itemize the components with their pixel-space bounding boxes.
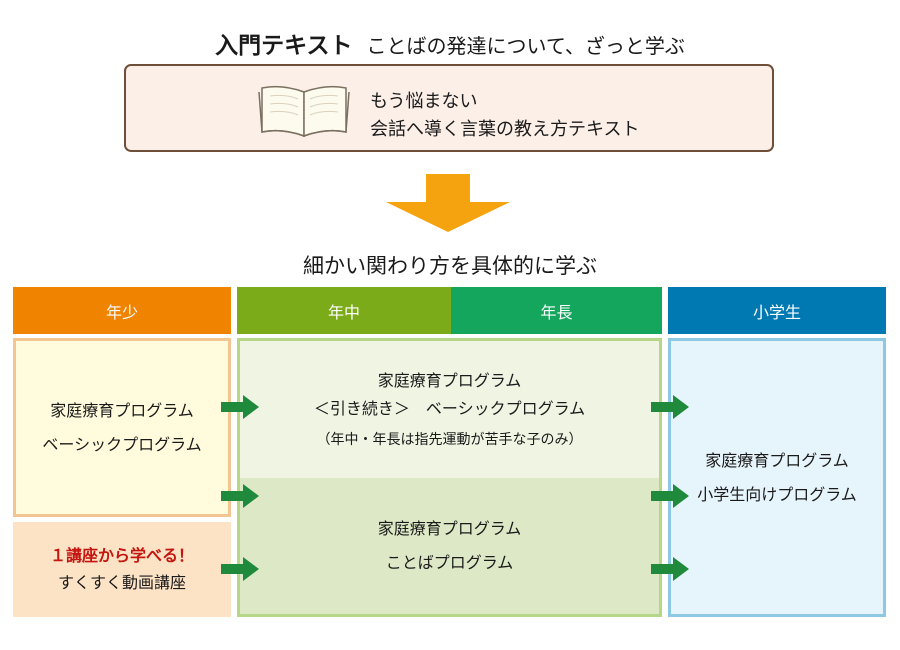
arrow-right-icon bbox=[221, 484, 259, 508]
column-header-label: 年少 bbox=[105, 302, 138, 322]
nensho-program-box: 家庭療育プログラム ベーシックプログラム bbox=[13, 338, 231, 517]
column-header-label: 小学生 bbox=[752, 302, 801, 322]
arrow-right-icon bbox=[651, 557, 689, 581]
program-name: 小学生向けプログラム bbox=[697, 484, 857, 504]
title-sub: ことばの発達について、ざっと学ぶ bbox=[366, 34, 685, 58]
arrow-right-icon bbox=[221, 395, 259, 419]
down-arrow-icon bbox=[386, 174, 510, 232]
title-main: 入門テキスト bbox=[215, 33, 353, 59]
video-course-highlight: １講座から学べる！ bbox=[49, 545, 194, 565]
program-name: 家庭療育プログラム bbox=[377, 370, 522, 390]
intro-line-2: 会話へ導く言葉の教え方テキスト bbox=[370, 119, 640, 140]
page-title: 入門テキストことばの発達について、ざっと学ぶ bbox=[0, 26, 900, 60]
column-header-nensho: 年少 bbox=[13, 287, 231, 334]
program-name: 家庭療育プログラム bbox=[50, 400, 194, 420]
intro-text-box bbox=[124, 64, 774, 152]
intro-line-1: もう悩まない bbox=[370, 91, 478, 112]
column-header-nencho: 年長 bbox=[451, 287, 662, 334]
program-note: （年中・年長は指先運動が苦手な子のみ） bbox=[316, 431, 583, 448]
nenchu-nencho-kotoba-box: 家庭療育プログラム ことばプログラム bbox=[240, 478, 659, 614]
column-header-label: 年中 bbox=[327, 302, 360, 322]
program-name: ベーシックプログラム bbox=[42, 434, 202, 454]
open-book-icon bbox=[258, 85, 350, 138]
column-header-shogaku: 小学生 bbox=[668, 287, 886, 334]
column-header-label: 年長 bbox=[540, 302, 573, 322]
program-name: 家庭療育プログラム bbox=[705, 450, 849, 470]
program-name: 家庭療育プログラム bbox=[377, 519, 522, 538]
program-name: ことばプログラム bbox=[385, 553, 514, 572]
program-name: ＜引き続き＞ ベーシックプログラム bbox=[313, 398, 586, 418]
arrow-right-icon bbox=[221, 557, 259, 581]
shogaku-program-box: 家庭療育プログラム 小学生向けプログラム bbox=[668, 338, 886, 617]
section-title: 細かい関わり方を具体的に学ぶ bbox=[303, 254, 597, 278]
column-header-nenchu: 年中 bbox=[237, 287, 451, 334]
arrow-right-icon bbox=[651, 484, 689, 508]
video-course-name: すくすく動画講座 bbox=[57, 572, 186, 592]
nenchu-nencho-basic-box: 家庭療育プログラム ＜引き続き＞ ベーシックプログラム （年中・年長は指先運動が… bbox=[240, 341, 659, 478]
video-course-box: １講座から学べる！ すくすく動画講座 bbox=[13, 522, 231, 617]
arrow-right-icon bbox=[651, 395, 689, 419]
